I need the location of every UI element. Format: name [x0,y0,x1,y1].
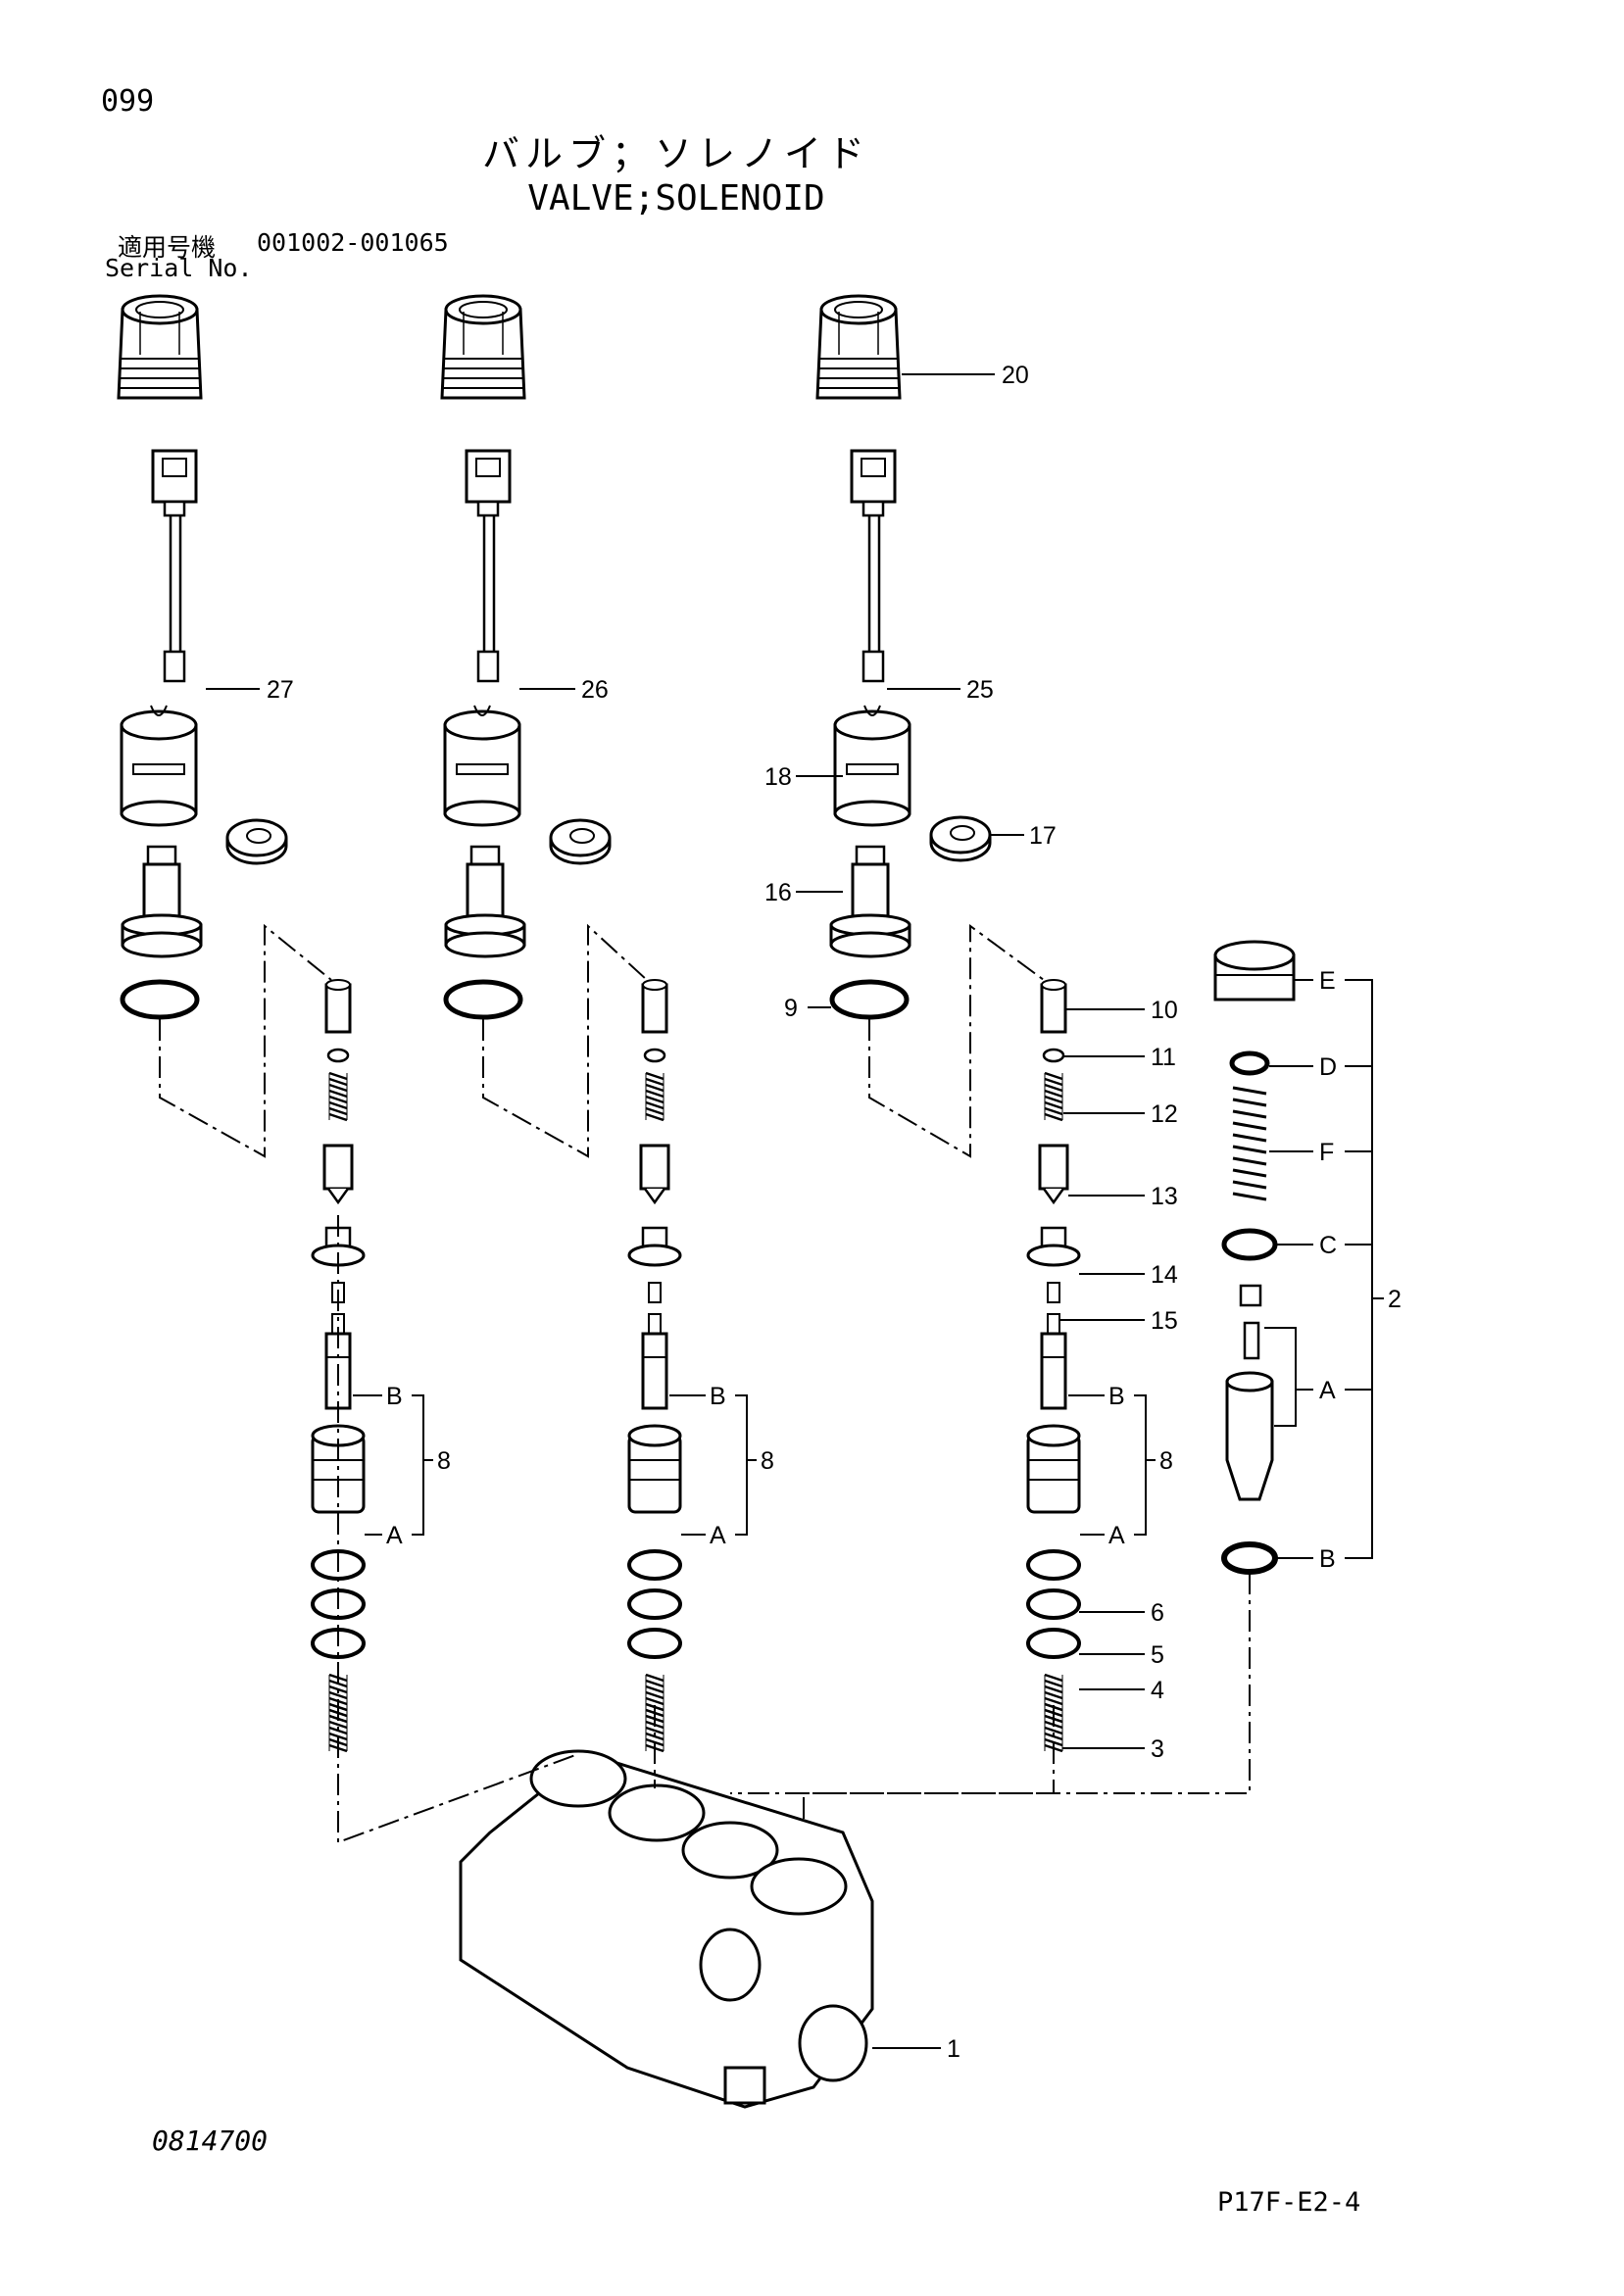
sub-label-F: F [1319,1139,1334,1166]
serial-label-english: Serial No. [105,254,253,282]
relief-valve-assembly [803,940,1296,1842]
sub-label-A-relief: A [1319,1377,1336,1404]
sub-label-A-col2: A [710,1522,726,1549]
drawing-number: 0814700 [152,2125,269,2157]
callout-14: 14 [1151,1261,1178,1289]
sub-label-B-col3: B [1108,1383,1125,1410]
callout-4: 4 [1151,1677,1164,1704]
sub-label-D: D [1319,1053,1337,1081]
sheet-code: P17F-E2-4 [1217,2187,1361,2218]
leader-lines [206,373,1384,2049]
callout-8-col2: 8 [761,1447,774,1475]
callout-5: 5 [1151,1641,1164,1669]
callout-13: 13 [1151,1183,1178,1210]
sub-label-B-col2: B [710,1383,726,1410]
serial-range: 001002-001065 [257,228,449,257]
callout-18: 18 [764,763,792,791]
valve-body [337,1215,1055,2109]
page-title-japanese: バルブ；ソレノイド [481,134,870,175]
callout-12: 12 [1151,1100,1178,1128]
callout-15: 15 [1151,1307,1178,1335]
serial-label-japanese: 適用号機 [118,234,217,262]
callout-16: 16 [764,879,792,906]
sub-label-A-col3: A [1108,1522,1125,1549]
callout-20: 20 [1002,362,1029,389]
callout-2: 2 [1388,1286,1402,1313]
callout-26: 26 [581,676,609,704]
column-3-assembly [815,294,1079,1751]
callout-8-col3: 8 [1159,1447,1173,1475]
callout-6: 6 [1151,1599,1164,1627]
callout-1: 1 [947,2035,960,2063]
callout-8-col1: 8 [437,1447,451,1475]
column-1-assembly [117,294,364,1751]
callout-25: 25 [966,676,994,704]
callout-3: 3 [1151,1735,1164,1763]
callout-11: 11 [1151,1044,1176,1071]
callout-10: 10 [1151,997,1178,1024]
page-title-english: VALVE;SOLENOID [527,178,825,219]
callout-27: 27 [267,676,294,704]
sub-label-C: C [1319,1232,1337,1259]
sub-label-A-col1: A [386,1522,403,1549]
page-number: 099 [101,84,155,119]
column-2-assembly [440,294,680,1751]
callout-9: 9 [784,995,798,1022]
callout-labels: 27 26 25 20 18 17 16 9 10 11 12 13 14 15… [267,362,1402,2063]
callout-17: 17 [1029,822,1057,850]
sub-label-E: E [1319,967,1336,995]
sub-label-B-col1: B [386,1383,403,1410]
sub-label-B-relief: B [1319,1545,1336,1573]
